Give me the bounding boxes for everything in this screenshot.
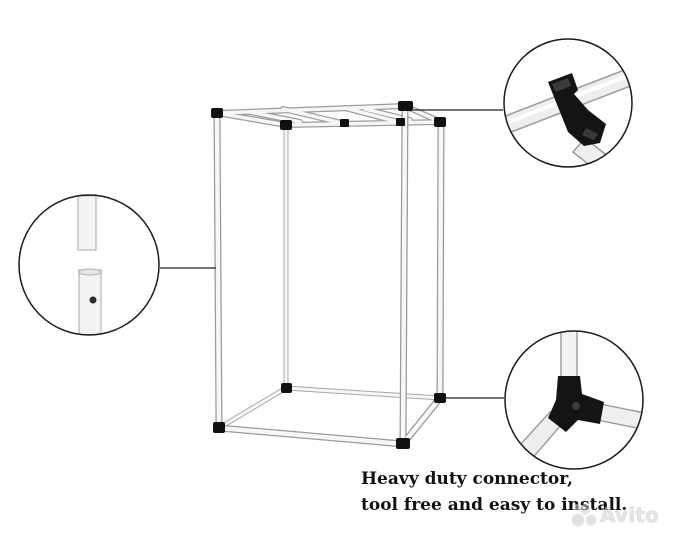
caption-line-2: tool free and easy to install. bbox=[361, 495, 628, 515]
watermark: Avito bbox=[570, 502, 659, 528]
watermark-text: Avito bbox=[600, 503, 659, 528]
corner-connector-zoom bbox=[504, 330, 644, 470]
caption: Heavy duty connector, tool free and easy… bbox=[361, 466, 661, 518]
connector-zoom bbox=[503, 38, 633, 168]
frame-drawing bbox=[211, 101, 446, 449]
callout-lines bbox=[160, 109, 504, 399]
avito-logo-icon bbox=[570, 502, 597, 528]
pole-joint-zoom bbox=[18, 194, 160, 336]
caption-line-1: Heavy duty connector, bbox=[361, 469, 573, 489]
